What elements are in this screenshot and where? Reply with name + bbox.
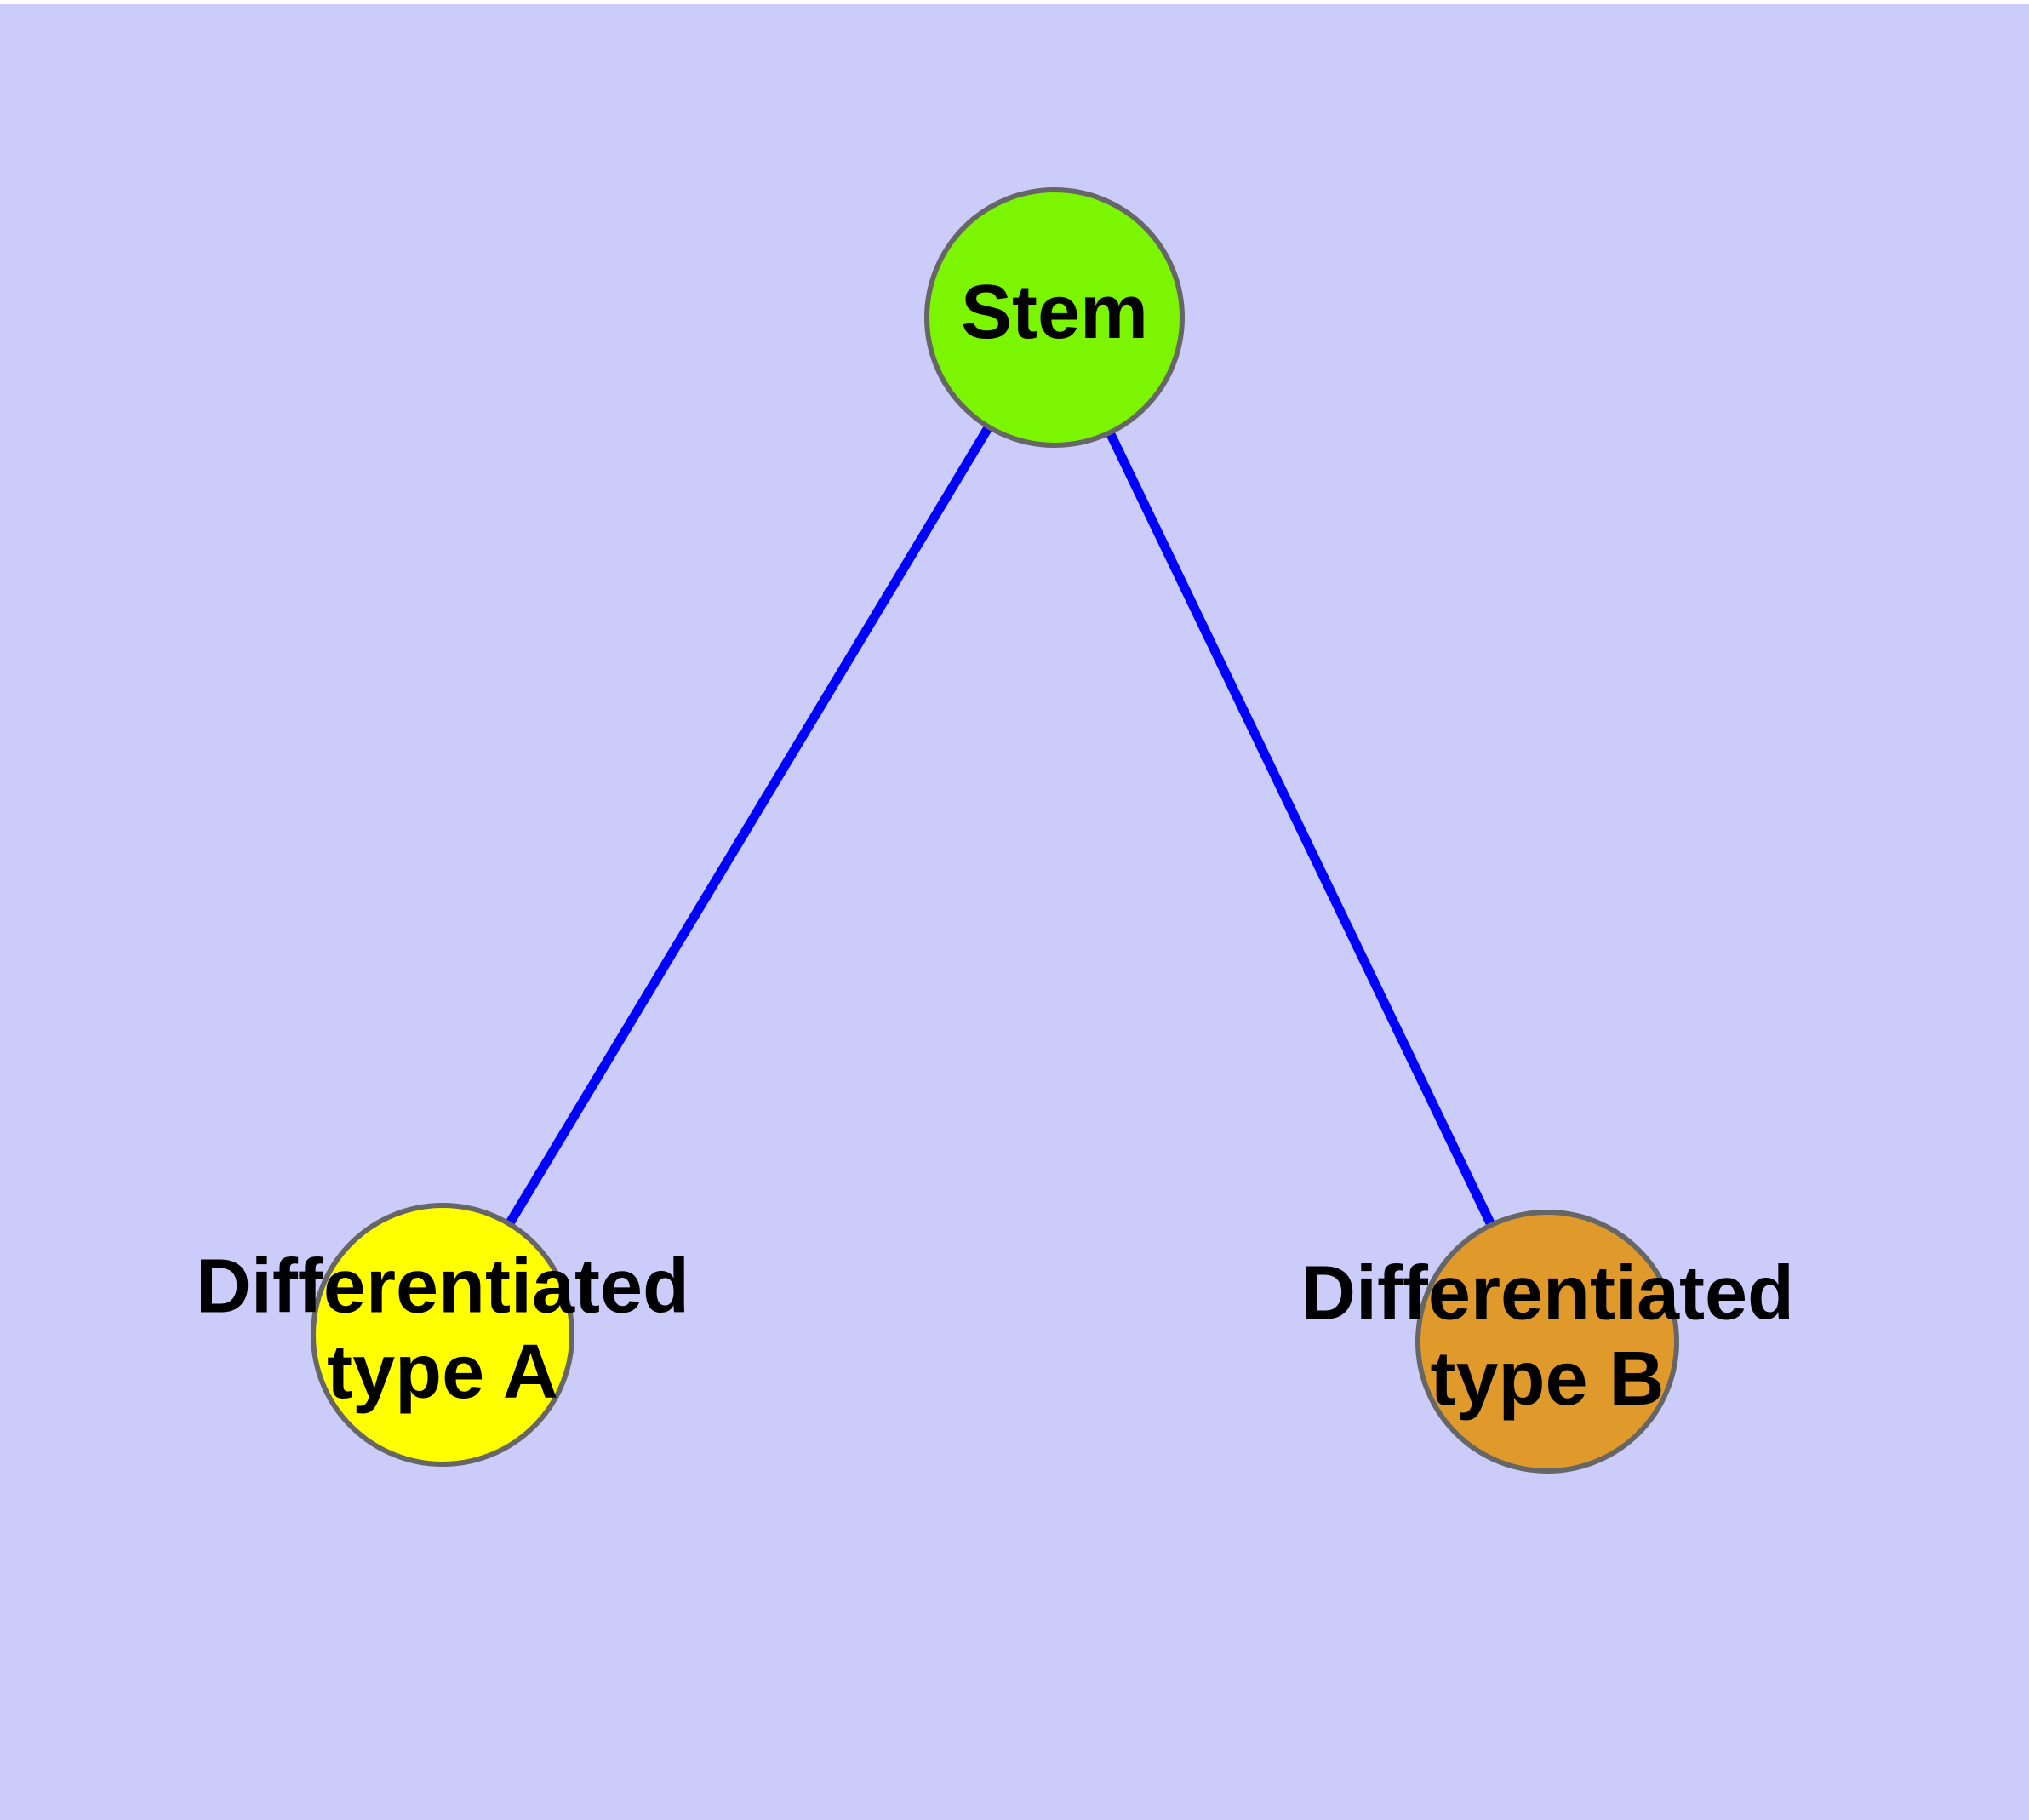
node-label-line: type A xyxy=(327,1330,558,1415)
node-label-line: Differentiated xyxy=(196,1244,689,1329)
node-label-line: Stem xyxy=(961,270,1148,355)
node-label-line: type B xyxy=(1430,1336,1664,1422)
node-diff_a[interactable] xyxy=(311,1203,574,1467)
edge-stem-diff-b[interactable] xyxy=(1106,430,1496,1228)
edge-stem-diff-a[interactable] xyxy=(505,424,993,1227)
node-diff_b[interactable] xyxy=(1415,1210,1679,1474)
edges-group xyxy=(505,424,1496,1228)
node-stem[interactable] xyxy=(924,187,1185,448)
nodes-group xyxy=(311,187,1679,1474)
node-label-stem: Stem xyxy=(961,270,1148,355)
node-label-line: Differentiated xyxy=(1300,1251,1794,1336)
